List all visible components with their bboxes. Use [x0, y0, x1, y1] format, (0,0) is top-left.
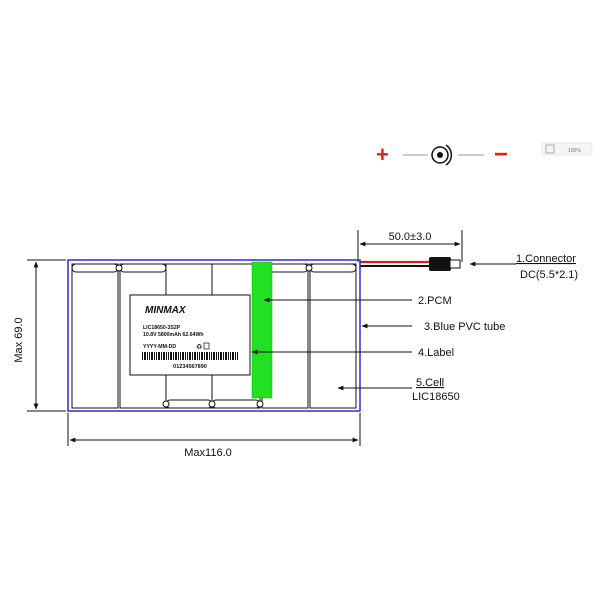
- plus-sign: +: [376, 142, 389, 167]
- cell-cap-3b: [165, 399, 213, 409]
- wire-length-label: 50.0±3.0: [389, 231, 432, 243]
- callouts: 1.Connector DC(5.5*2.1) 2.PCM 3.Blue PVC…: [251, 253, 578, 403]
- label-spec: 10.8V 5800mAh 62.64Wh: [143, 332, 204, 338]
- callout-connector: 1.Connector: [516, 253, 576, 265]
- product-label: MINMAX LIC18650-3S2P 10.8V 5800mAh 62.64…: [129, 294, 251, 376]
- dc-connector-body: [429, 257, 451, 271]
- width-dimension: Max116.0: [67, 413, 361, 459]
- width-label: Max116.0: [184, 447, 232, 459]
- cell-cap-4b: [211, 399, 261, 409]
- label-date: YYYY-MM-DD: [143, 344, 176, 350]
- callout-cell: 5.Cell: [416, 377, 444, 389]
- height-dimension: Max 69.0: [13, 259, 66, 412]
- callout-label: 4.Label: [418, 347, 454, 359]
- zoom-badge-text: 150%: [568, 148, 581, 154]
- label-barcode-number: 01234567890: [173, 364, 207, 370]
- cell-cap-2: [119, 263, 167, 273]
- polarity-symbol: + −: [376, 141, 508, 168]
- dc-connector-tip: [449, 259, 461, 269]
- label-model: LIC18650-3S2P: [143, 325, 181, 331]
- pcm-board: [251, 261, 273, 399]
- height-label: Max 69.0: [13, 317, 25, 362]
- bin-icon: [203, 342, 210, 350]
- wire-dimension: 50.0±3.0: [357, 230, 463, 262]
- minus-sign: −: [494, 141, 508, 168]
- label-brand: MINMAX: [145, 305, 187, 316]
- cell-cap-6: [309, 263, 357, 273]
- dc-plug-inner-icon: [437, 152, 443, 158]
- callout-connector-spec: DC(5.5*2.1): [520, 269, 578, 281]
- callout-pvc: 3.Blue PVC tube: [424, 321, 505, 333]
- cell-top-1: [71, 263, 119, 409]
- zoom-badge: 150%: [541, 142, 593, 156]
- callout-cell-spec: LIC18650: [412, 391, 460, 403]
- cell-cap-1: [71, 263, 119, 273]
- callout-pcm: 2.PCM: [418, 295, 452, 307]
- recycle-icon: ♻: [196, 344, 202, 351]
- dc-plug-arc-icon: [445, 144, 453, 166]
- zoom-icon: [545, 144, 555, 154]
- blue-pvc-tube: [67, 259, 361, 412]
- dc-plug-outer-icon: [431, 146, 449, 164]
- connector-wire: [360, 257, 461, 271]
- cell-top-6: [309, 263, 357, 409]
- barcode: [142, 352, 238, 360]
